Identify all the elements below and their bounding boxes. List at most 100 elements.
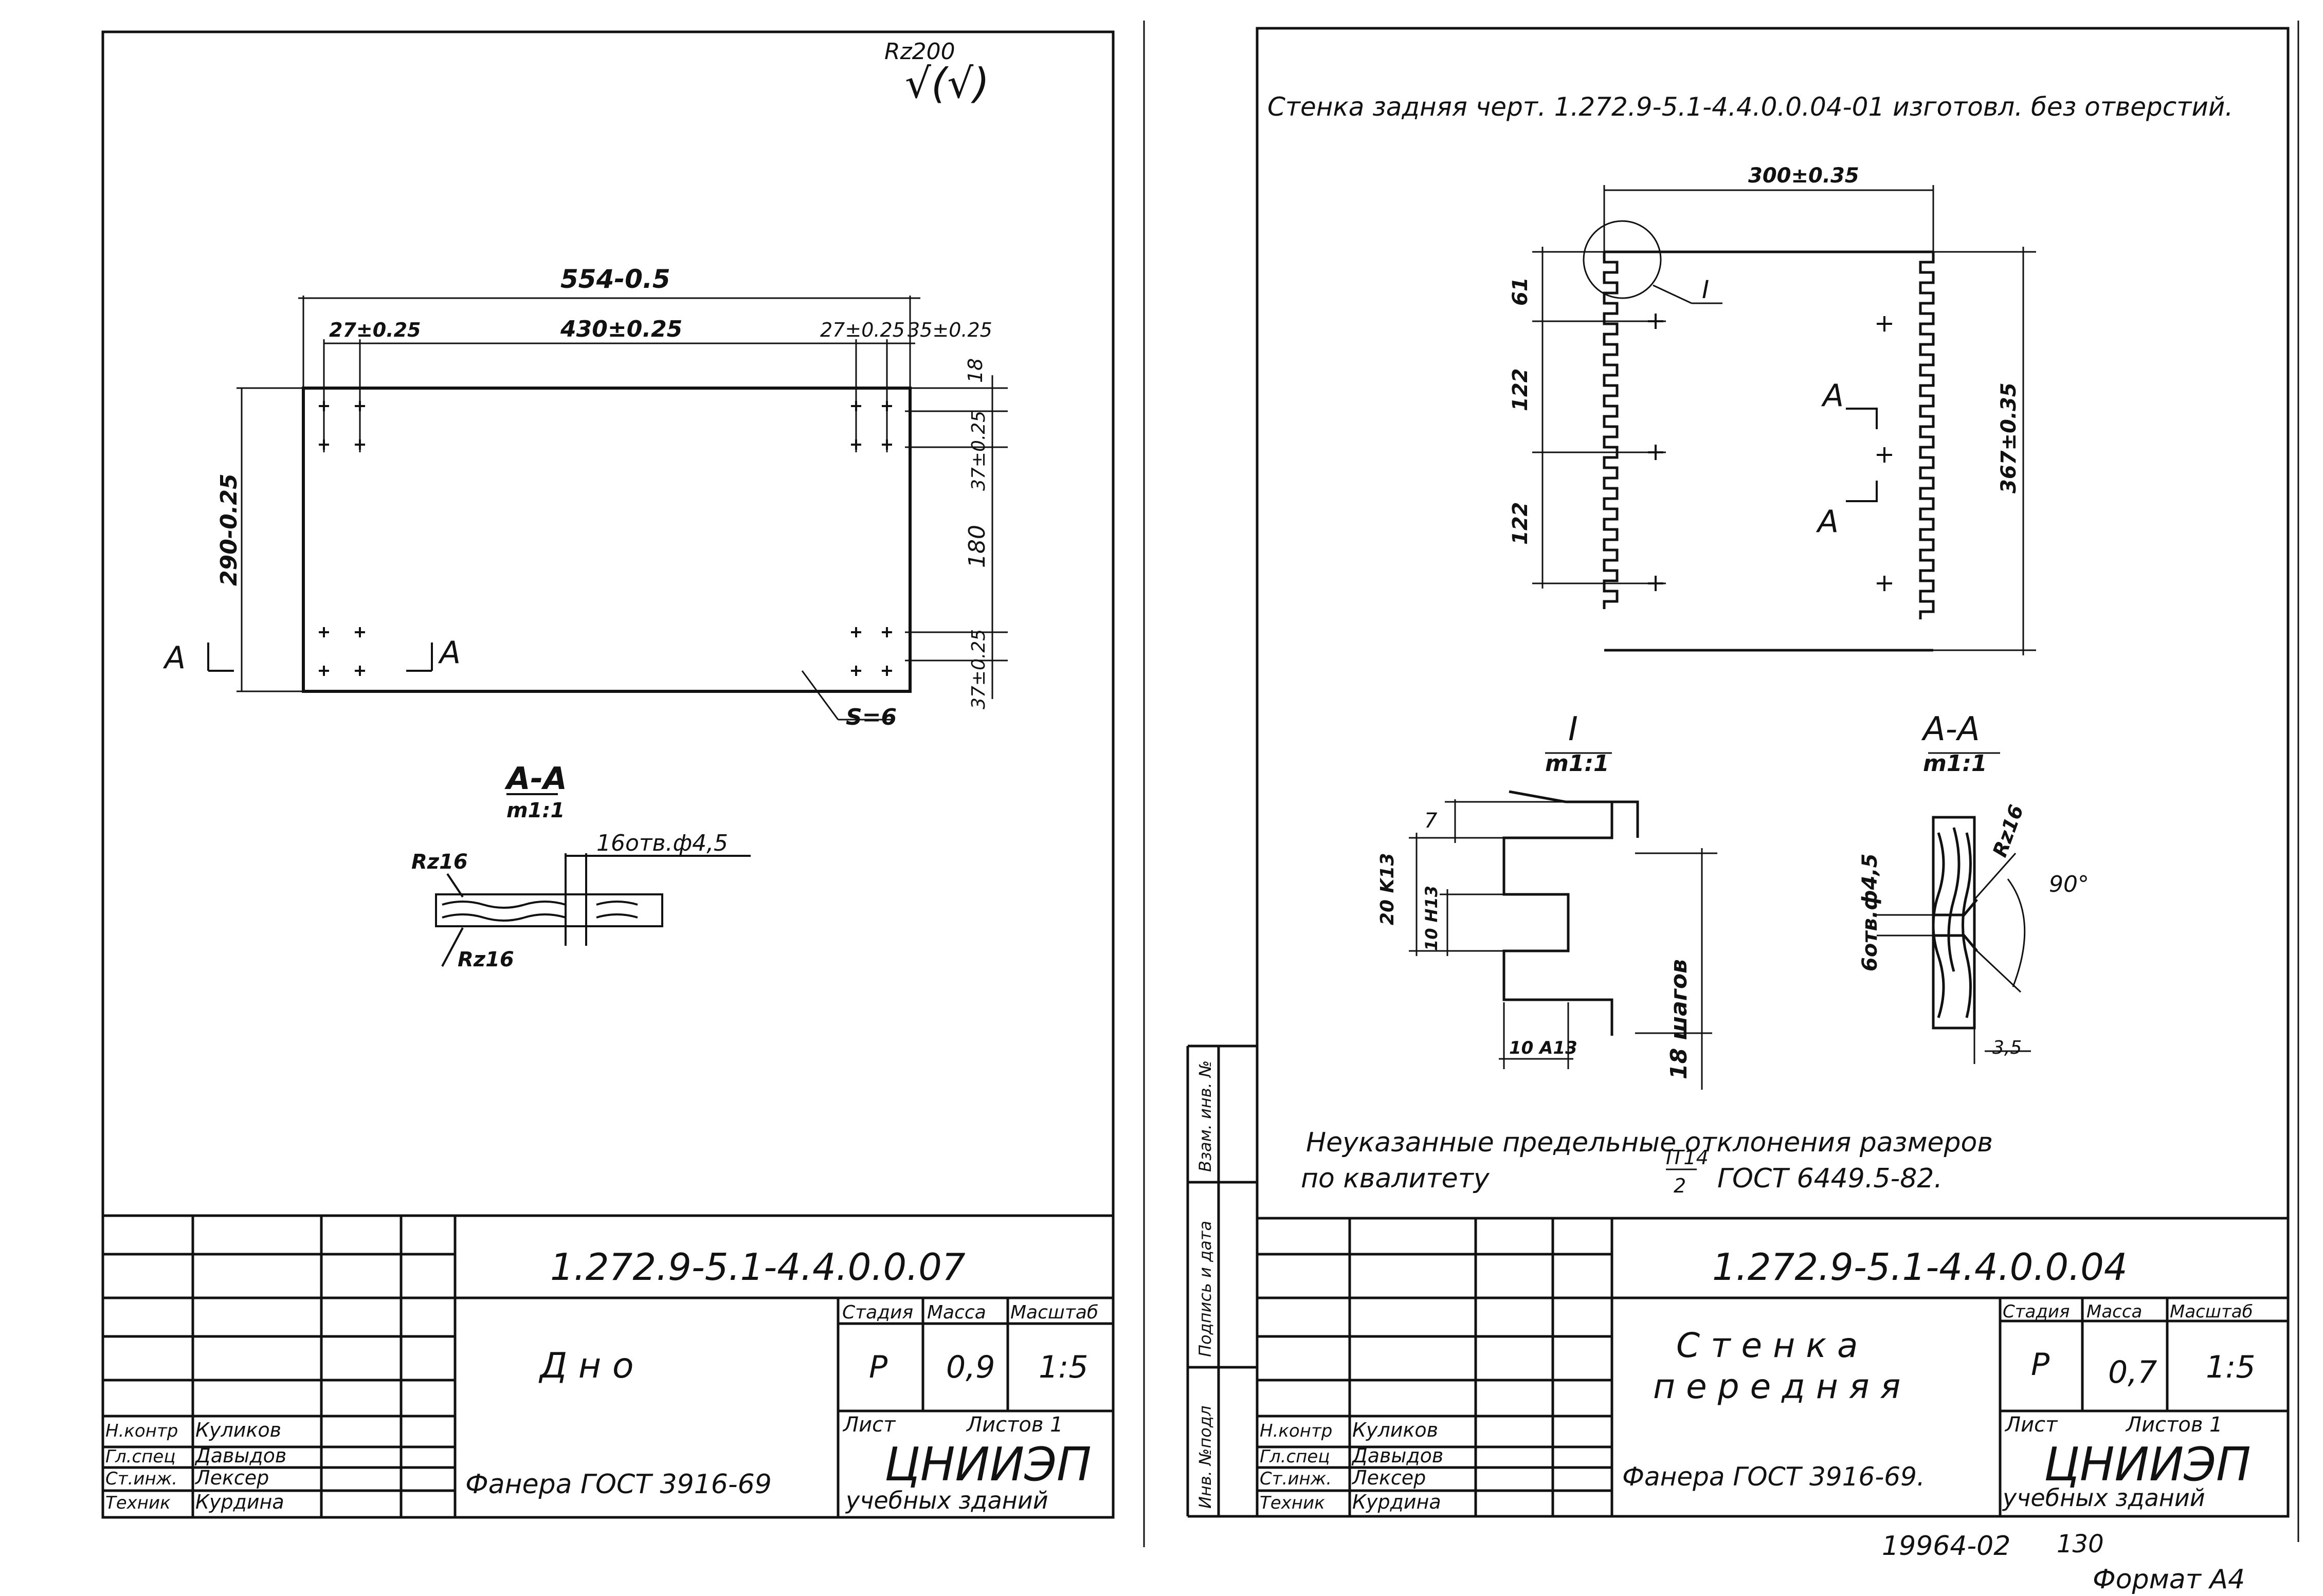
detail-dim-10a: 10 A13 bbox=[1509, 1038, 1577, 1058]
right-person-name: Куликов bbox=[1352, 1419, 1438, 1441]
left-scale-header: Масштаб bbox=[1010, 1302, 1098, 1323]
section-angle: 90° bbox=[2049, 871, 2089, 897]
detail-scale: m1:1 bbox=[1545, 750, 1609, 777]
note-frac-num: IT14 bbox=[1666, 1146, 1709, 1169]
left-org-name: ЦНИИЭП bbox=[884, 1438, 1092, 1492]
section-mark-top: A bbox=[1821, 378, 1844, 414]
left-title-block bbox=[103, 1214, 1113, 1517]
right-part-name-1: С т е н к а bbox=[1676, 1326, 1858, 1365]
right-person-role: Гл.спец bbox=[1260, 1446, 1330, 1467]
left-stage-header: Стадия bbox=[842, 1302, 913, 1323]
left-person-name: Лексер bbox=[194, 1466, 269, 1489]
dim-middle: 180 bbox=[964, 525, 990, 568]
note-line1: Неуказанные предельные отклонения размер… bbox=[1306, 1127, 1993, 1158]
detail-dim-7: 7 bbox=[1424, 809, 1438, 833]
footer-page: 130 bbox=[2057, 1530, 2104, 1558]
dim-pitch1: 122 bbox=[1509, 369, 1532, 412]
left-person-role: Н.контр bbox=[105, 1421, 178, 1441]
right-part-name-2: п е р е д н я я bbox=[1653, 1367, 1900, 1406]
right-org-name: ЦНИИЭП bbox=[2044, 1438, 2251, 1492]
left-person-name: Курдина bbox=[195, 1491, 284, 1513]
left-person-role: Техник bbox=[105, 1493, 171, 1513]
section-roughness: Rz16 bbox=[1988, 802, 2028, 860]
roughness-symbol: √(√) bbox=[905, 60, 989, 107]
side-label-inv: Инв. №подл bbox=[1195, 1406, 1215, 1509]
note-line2-b: ГОСТ 6449.5-82. bbox=[1717, 1163, 1943, 1194]
section-right-scale: m1:1 bbox=[1923, 750, 1987, 777]
side-label-replace: Взам. инв. № bbox=[1195, 1060, 1215, 1172]
footer-archive: 19964-02 bbox=[1882, 1531, 2010, 1562]
bottom-panel-outline bbox=[302, 387, 912, 693]
right-person-name: Давыдов bbox=[1351, 1444, 1443, 1467]
left-person-name: Давыдов bbox=[194, 1444, 286, 1467]
left-mass-header: Масса bbox=[927, 1302, 986, 1323]
right-person-role: Н.контр bbox=[1260, 1421, 1332, 1441]
holes-note: 16отв.ф4,5 bbox=[596, 830, 728, 856]
roughness-bottom: Rz16 bbox=[458, 948, 514, 971]
dim-edge-right: 27±0.25 bbox=[820, 319, 905, 341]
right-stage-header: Стадия bbox=[2003, 1301, 2070, 1322]
right-person-role: Техник bbox=[1260, 1493, 1325, 1513]
right-person-name: Лексер bbox=[1351, 1466, 1426, 1489]
dim-row-pitch-top: 37±0.25 bbox=[968, 411, 989, 491]
right-title-block bbox=[1257, 1168, 2288, 1516]
section-holes: 6отв.ф4,5 bbox=[1858, 853, 1882, 971]
right-sheet-label: Лист bbox=[2004, 1413, 2058, 1437]
side-label-sign: Подпись и дата bbox=[1195, 1221, 1215, 1357]
roughness-corner-label: Rz200 bbox=[884, 39, 955, 65]
right-mass: 0,7 bbox=[2108, 1354, 2157, 1390]
dim-height-right: 367±0.35 bbox=[1997, 382, 2021, 493]
left-org-sub: учебных зданий bbox=[845, 1487, 1048, 1514]
left-material: Фанера ГОСТ 3916-69 bbox=[465, 1469, 772, 1500]
left-scale: 1:5 bbox=[1039, 1349, 1088, 1385]
section-mark-bottom: A bbox=[1816, 504, 1839, 540]
header-note: Стенка задняя черт. 1.272.9-5.1-4.4.0.0.… bbox=[1267, 92, 2233, 122]
dim-width: 300±0.35 bbox=[1748, 164, 1859, 188]
detail-mark: I bbox=[1702, 276, 1709, 304]
left-person-role: Ст.инж. bbox=[105, 1469, 177, 1489]
dim-edge-far-right: 35±0.25 bbox=[908, 319, 992, 341]
dim-top: 61 bbox=[1509, 277, 1532, 306]
left-person-name: Куликов bbox=[195, 1419, 281, 1441]
left-doc-number: 1.272.9-5.1-4.4.0.0.07 bbox=[550, 1245, 966, 1289]
detail-title: I bbox=[1568, 710, 1578, 748]
front-wall-outline bbox=[1603, 250, 1935, 652]
right-material: Фанера ГОСТ 3916-69. bbox=[1622, 1462, 1925, 1492]
left-mass: 0,9 bbox=[946, 1349, 995, 1385]
dim-pitch2: 122 bbox=[1509, 502, 1532, 545]
right-stage: Р bbox=[2031, 1347, 2050, 1383]
right-doc-number: 1.272.9-5.1-4.4.0.0.04 bbox=[1712, 1245, 2128, 1289]
dim-hole-span: 430±0.25 bbox=[560, 316, 682, 342]
right-person-role: Ст.инж. bbox=[1260, 1469, 1332, 1489]
left-frame bbox=[101, 30, 1115, 1519]
dim-overall-width: 554-0.5 bbox=[560, 264, 670, 294]
left-person-role: Гл.спец bbox=[105, 1446, 175, 1467]
right-scale: 1:5 bbox=[2206, 1349, 2256, 1385]
right-org-sub: учебных зданий bbox=[2002, 1484, 2205, 1512]
cut-label-right: A bbox=[438, 635, 461, 671]
dim-top-offset: 18 bbox=[964, 358, 987, 383]
detail-i-profile bbox=[1502, 790, 1639, 1036]
note-frac-den: 2 bbox=[1674, 1175, 1686, 1197]
left-sheet-label: Лист bbox=[842, 1413, 896, 1437]
section-a-a-right bbox=[1932, 816, 1978, 1030]
section-title: A-A bbox=[504, 761, 567, 797]
left-stage: Р bbox=[869, 1349, 888, 1385]
section-a-a-profile bbox=[435, 893, 663, 927]
section-scale: m1:1 bbox=[506, 799, 565, 822]
right-frame bbox=[1256, 27, 2290, 1518]
footer-format: Формат А4 bbox=[2093, 1564, 2245, 1595]
detail-dim-20: 20 K13 bbox=[1377, 853, 1398, 925]
right-sheets-label: Листов 1 bbox=[2125, 1413, 2223, 1437]
detail-dim-10h: 10 H13 bbox=[1422, 886, 1441, 951]
cut-label-left: A bbox=[162, 640, 186, 676]
dim-thickness: S=6 bbox=[846, 704, 897, 730]
section-right-title: A-A bbox=[1921, 710, 1980, 748]
detail-steps: 18 шагов bbox=[1666, 959, 1692, 1079]
left-part-name: Д н о bbox=[538, 1346, 633, 1386]
note-line2-a: по квалитету bbox=[1301, 1163, 1490, 1194]
right-scale-header: Масштаб bbox=[2170, 1301, 2253, 1322]
right-mass-header: Масса bbox=[2086, 1301, 2142, 1322]
dim-row-pitch-bottom: 37±0.25 bbox=[968, 629, 989, 709]
left-sheets-label: Листов 1 bbox=[966, 1413, 1063, 1437]
